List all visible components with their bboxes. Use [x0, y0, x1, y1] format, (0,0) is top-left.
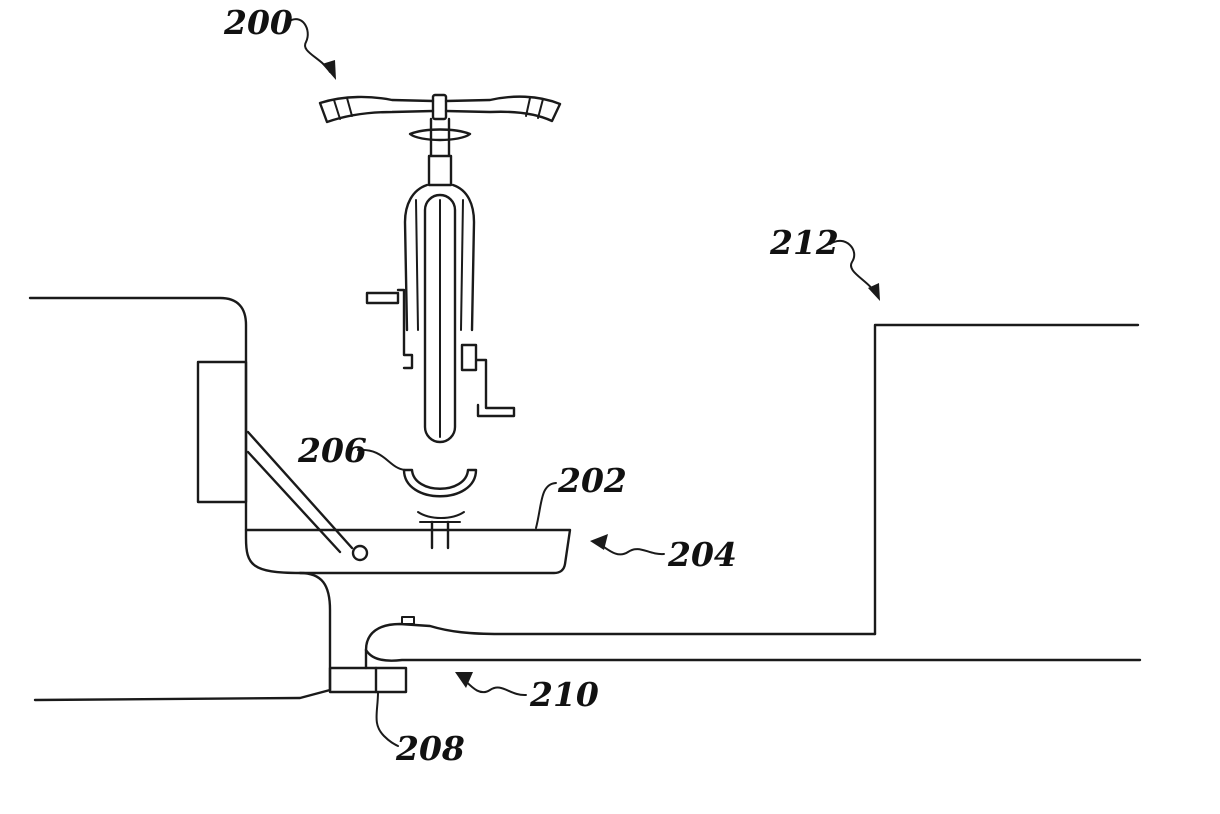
arrowhead-200 — [322, 60, 336, 80]
cradle-post — [430, 520, 450, 550]
arrowhead-212 — [868, 283, 880, 301]
pivot-pin — [351, 544, 369, 562]
handlebar-stem — [431, 93, 448, 121]
head-tube — [427, 117, 453, 187]
left-pedal — [365, 288, 414, 370]
label-206: 206 — [297, 431, 367, 470]
wheel-cradle — [402, 468, 478, 498]
leader-206 — [357, 448, 406, 471]
handlebar-left — [318, 95, 435, 124]
handlebar-left-grip-lines — [333, 97, 353, 120]
leader-202 — [535, 482, 557, 529]
hitch-mount — [364, 622, 877, 670]
crossbar — [408, 128, 472, 142]
label-202: 202 — [557, 461, 627, 500]
platform — [244, 528, 572, 575]
hitch — [328, 616, 1142, 694]
reference-numerals: 200 212 206 202 204 210 208 — [223, 3, 839, 768]
leader-204 — [595, 541, 665, 556]
vehicle-rear — [28, 296, 332, 702]
handlebar-right — [444, 95, 562, 123]
hitch-receiver — [328, 666, 408, 694]
arrowhead-210 — [455, 672, 473, 688]
vehicle-body-outline — [28, 296, 332, 702]
label-208: 208 — [395, 729, 465, 768]
label-210: 210 — [529, 675, 599, 714]
bicycle — [318, 93, 562, 444]
leader-212 — [829, 239, 877, 295]
right-crank — [460, 343, 516, 418]
tail-light — [196, 360, 248, 504]
handlebar-right-grip-lines — [525, 97, 544, 119]
hitch-coupler — [364, 648, 1142, 662]
label-204: 204 — [667, 535, 737, 574]
fork-inner — [415, 199, 464, 331]
carrier-strut — [246, 430, 354, 554]
fork — [403, 183, 476, 332]
label-200: 200 — [223, 3, 293, 42]
trailer-body — [873, 323, 1140, 636]
carrier — [244, 430, 572, 575]
hitch-pin — [401, 616, 415, 625]
leader-200 — [287, 18, 331, 73]
cradle-clamp — [417, 511, 465, 523]
label-212: 212 — [769, 223, 839, 262]
leader-208 — [375, 691, 399, 747]
arrowhead-204 — [590, 534, 608, 550]
front-wheel — [423, 193, 457, 444]
leader-lines — [287, 18, 880, 747]
